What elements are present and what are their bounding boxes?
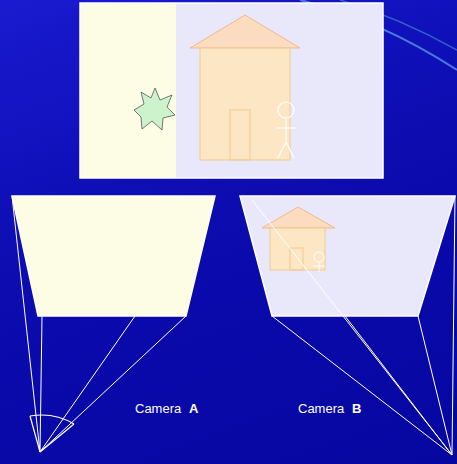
house-roof (190, 15, 300, 48)
small-stick-figure (313, 252, 325, 272)
stick-figure (276, 102, 296, 158)
plant (134, 88, 175, 130)
camera-b-rays (252, 196, 455, 455)
house-door (230, 110, 250, 160)
small-house-wall (270, 228, 325, 270)
camera-b-view (240, 196, 455, 316)
camera-letter: A (189, 401, 198, 417)
camera-a-rays (12, 196, 186, 452)
scene-right-half (176, 3, 383, 178)
camera-label: Camera (298, 401, 344, 417)
scene-left-half (80, 3, 176, 178)
camera-a-icon (30, 415, 74, 452)
house-wall (200, 48, 290, 160)
small-house-roof (262, 207, 335, 228)
scene-frame (80, 3, 383, 178)
camera-letter: B (352, 401, 361, 417)
camera-label: Camera (135, 401, 181, 417)
camera-a-view (12, 196, 215, 316)
